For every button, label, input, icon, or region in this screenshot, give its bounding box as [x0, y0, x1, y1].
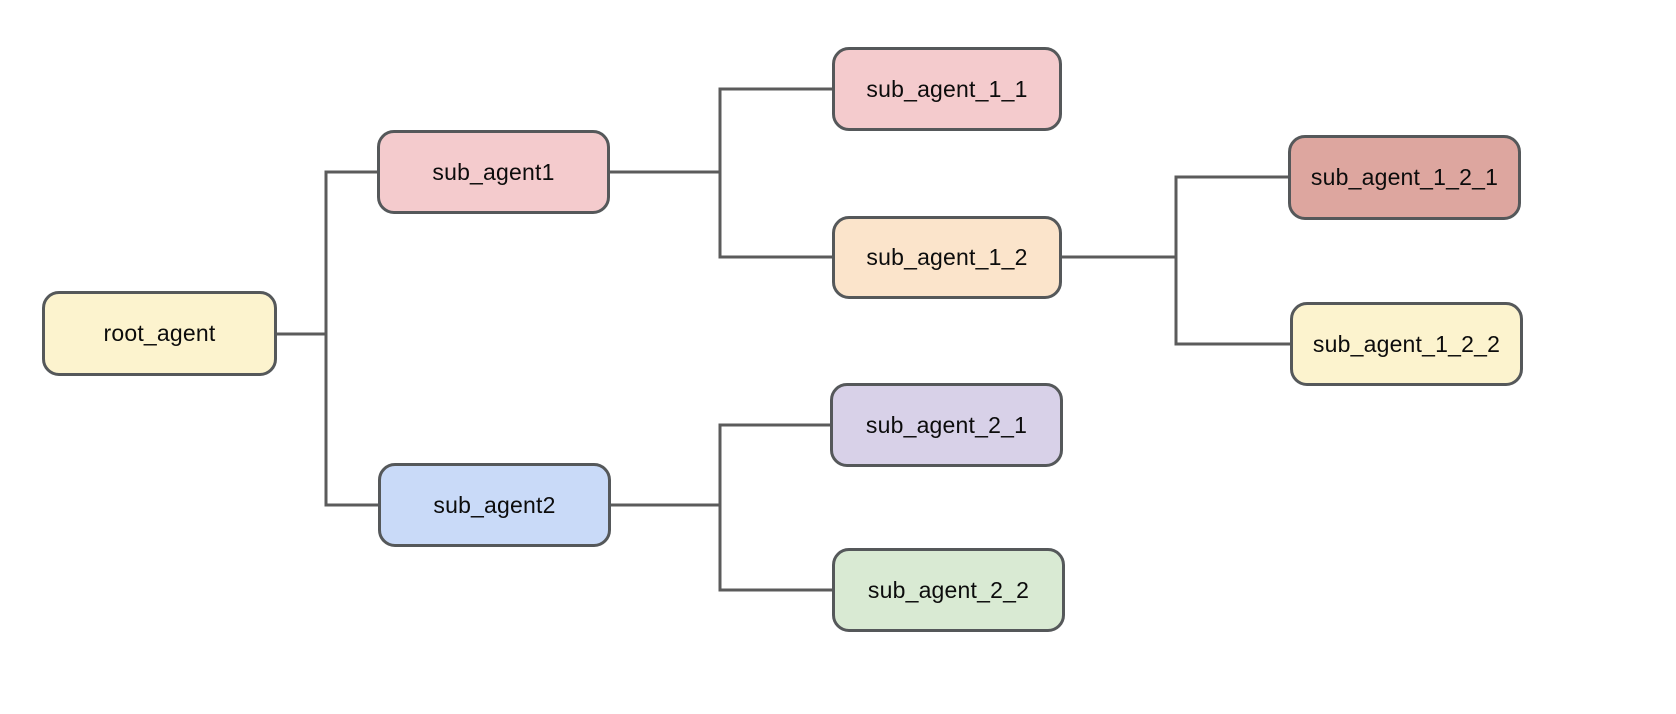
- node-sub-agent1: sub_agent1: [377, 130, 610, 214]
- node-label: sub_agent_1_2_1: [1310, 164, 1499, 190]
- connector-root-children: [324, 170, 378, 507]
- node-sub-agent2: sub_agent2: [378, 463, 611, 547]
- connector-sub2-children: [718, 423, 832, 592]
- node-label: sub_agent2: [433, 491, 556, 518]
- node-sub-agent-1-2-2: sub_agent_1_2_2: [1290, 302, 1523, 386]
- connector-sub1-children: [718, 87, 832, 259]
- connector-sub12-children: [1174, 175, 1290, 346]
- node-label: sub_agent_1_2: [866, 244, 1028, 270]
- node-label: sub_agent_1_1: [866, 75, 1028, 102]
- node-sub-agent-1-1: sub_agent_1_1: [832, 47, 1062, 131]
- node-sub-agent-1-2-1: sub_agent_1_2_1: [1288, 135, 1521, 220]
- node-label: sub_agent_2_2: [867, 576, 1030, 603]
- node-label: root_agent: [103, 320, 216, 346]
- node-sub-agent-2-2: sub_agent_2_2: [832, 548, 1065, 632]
- node-sub-agent-1-2: sub_agent_1_2: [832, 216, 1062, 299]
- node-label: sub_agent1: [432, 158, 555, 185]
- node-label: sub_agent_2_1: [865, 411, 1028, 438]
- node-root-agent: root_agent: [42, 291, 277, 376]
- node-sub-agent-2-1: sub_agent_2_1: [830, 383, 1063, 467]
- node-label: sub_agent_1_2_2: [1312, 330, 1501, 357]
